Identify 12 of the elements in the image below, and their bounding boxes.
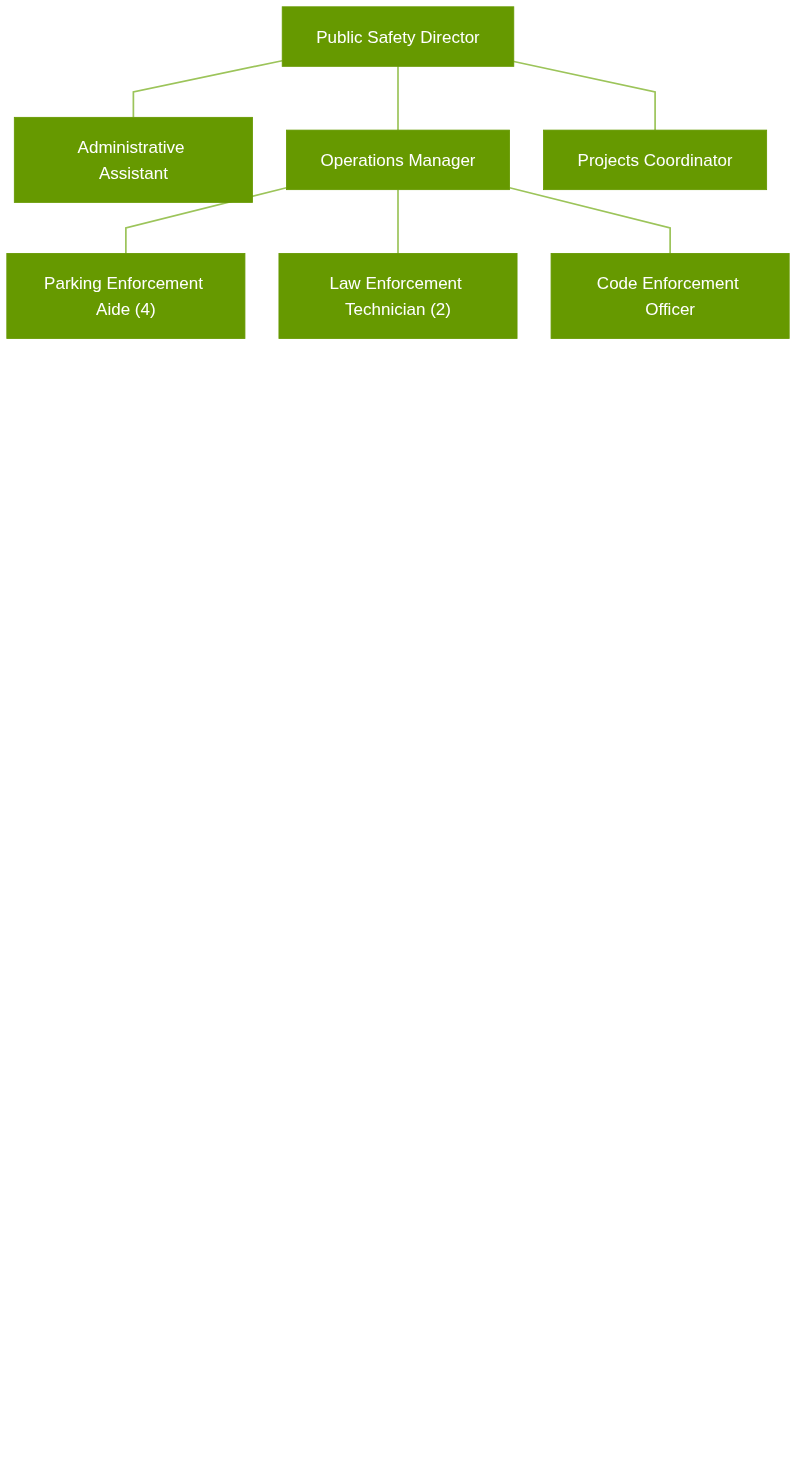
node-box: Operations Manager <box>286 129 510 191</box>
node-box: Law Enforcement Technician (2) <box>278 253 518 339</box>
connector <box>508 186 671 255</box>
node-box: Code Enforcement Officer <box>550 253 790 339</box>
connector <box>132 59 284 119</box>
node-box: Projects Coordinator <box>543 129 768 191</box>
connector <box>397 188 399 255</box>
connector <box>397 65 399 131</box>
connector <box>512 60 656 131</box>
node-box: Public Safety Director <box>281 6 515 67</box>
node-box: Parking Enforcement Aide (4) <box>6 253 246 339</box>
node-box: Administrative Assistant <box>13 116 253 203</box>
